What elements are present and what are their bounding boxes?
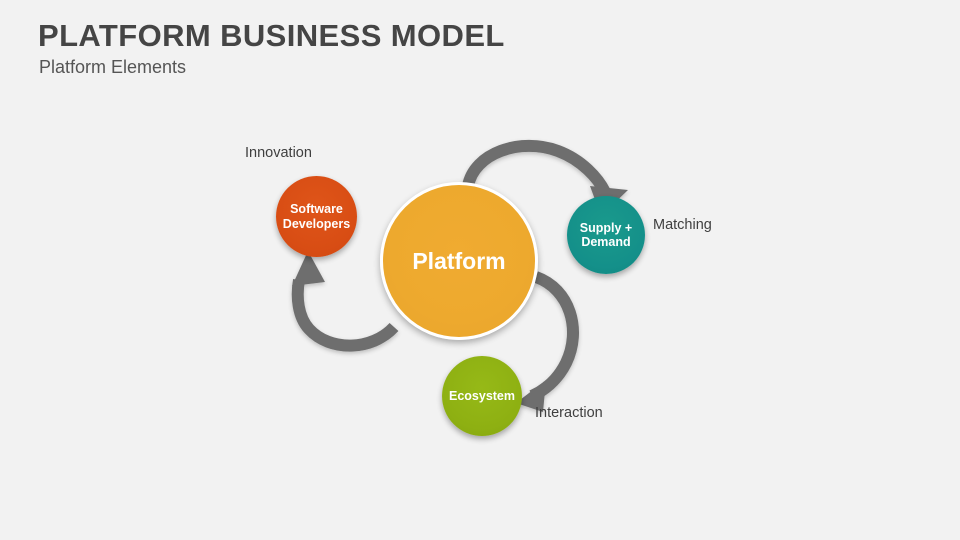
node-ecosystem[interactable]: Ecosystem bbox=[442, 356, 522, 436]
node-software-developers[interactable]: Software Developers bbox=[276, 176, 357, 257]
node-supply-demand-label-line2: Demand bbox=[581, 235, 631, 249]
arrow-platform-to-ecosystem bbox=[516, 271, 579, 412]
label-innovation: Innovation bbox=[245, 145, 312, 161]
node-software-developers-label-line1: Software bbox=[290, 202, 343, 217]
node-platform[interactable]: Platform bbox=[380, 182, 538, 340]
node-supply-demand-label: Supply + Demand bbox=[580, 221, 632, 250]
node-ecosystem-label: Ecosystem bbox=[448, 388, 515, 403]
label-matching: Matching bbox=[653, 217, 712, 233]
node-supply-demand-label-line1: Supply + bbox=[579, 220, 633, 235]
label-interaction: Interaction bbox=[535, 405, 603, 421]
arrow-platform-to-software-developers bbox=[291, 251, 399, 352]
node-software-developers-label: Software Developers bbox=[283, 202, 350, 231]
page-title: PLATFORM BUSINESS MODEL bbox=[38, 18, 505, 53]
node-supply-demand[interactable]: Supply + Demand bbox=[567, 196, 645, 274]
node-platform-label: Platform bbox=[412, 247, 506, 274]
page-subtitle: Platform Elements bbox=[39, 57, 187, 77]
node-software-developers-label-line2: Developers bbox=[282, 216, 351, 231]
